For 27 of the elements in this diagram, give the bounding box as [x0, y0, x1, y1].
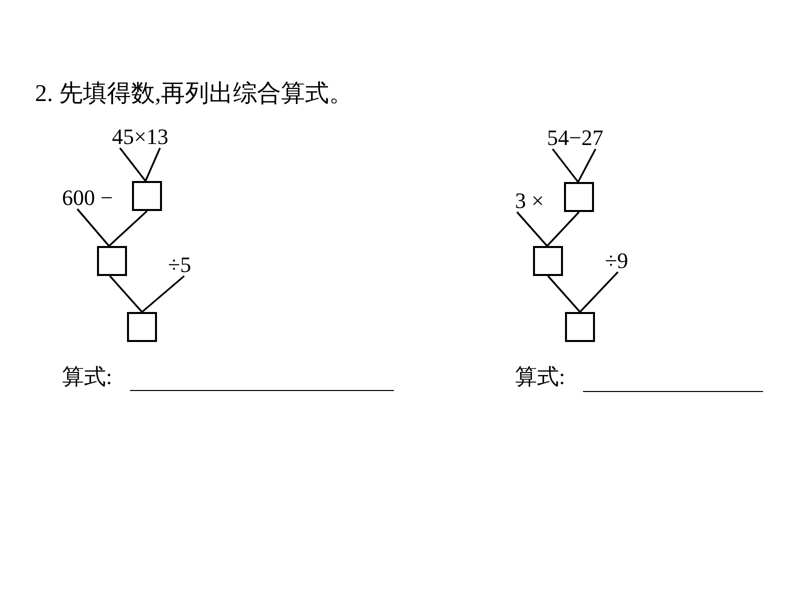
expression-label: ÷9: [605, 250, 628, 272]
connector-line: [119, 147, 146, 182]
connector-line: [76, 208, 110, 247]
answer-box: [132, 181, 162, 211]
expression-label: 45×13: [112, 126, 168, 148]
answer-box: [533, 246, 563, 276]
connector-line: [108, 210, 148, 247]
connector-line: [579, 271, 619, 313]
answer-box: [127, 312, 157, 342]
expression-label: 3 ×: [515, 190, 544, 212]
connector-line: [546, 211, 580, 247]
expression-label: 600 −: [62, 187, 113, 209]
connector-line: [516, 211, 548, 247]
connector-line: [141, 275, 185, 313]
connector-line: [552, 148, 579, 183]
connector-line: [109, 275, 143, 313]
answer-box: [565, 312, 595, 342]
prompt-label: 算式:: [62, 366, 112, 388]
connector-line: [144, 148, 161, 182]
connector-line: [547, 275, 581, 313]
connector-line: [577, 148, 596, 182]
prompt-label: 算式:: [515, 366, 566, 388]
answer-box: [97, 246, 127, 276]
expression-label: 54−27: [547, 127, 604, 149]
expression-label: ÷5: [168, 254, 192, 276]
question-title: 2. 先填得数,再列出综合算式。: [35, 82, 353, 106]
answer-box: [564, 182, 594, 212]
